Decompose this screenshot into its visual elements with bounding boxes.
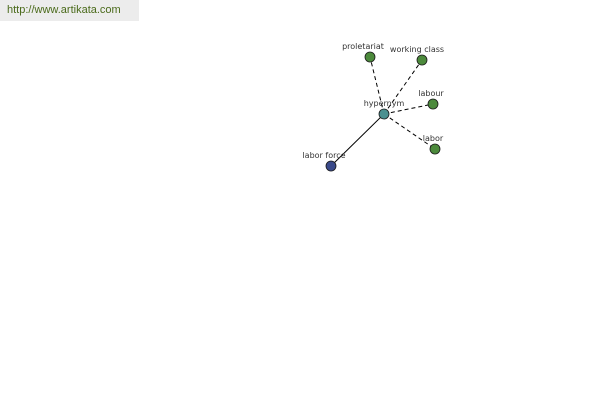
node-proletariat[interactable] [364,51,376,63]
edge-proletariat [369,56,385,115]
node-center[interactable] [378,108,390,120]
edge-labour [383,103,434,115]
source-banner: http://www.artikata.com [0,0,139,21]
label-labour[interactable]: labour [418,89,444,98]
label-labor[interactable]: labor [423,134,444,143]
edge-labor [383,113,436,150]
label-proletariat[interactable]: proletariat [342,42,384,51]
label-labor-force[interactable]: labor force [302,151,345,160]
node-labor-force[interactable] [325,160,337,172]
node-working-class[interactable] [416,54,428,66]
node-labour[interactable] [427,98,439,110]
edge-labor-force [330,113,385,167]
node-labor[interactable] [429,143,441,155]
label-center[interactable]: hypernym [364,99,405,108]
label-working-class[interactable]: working class [390,45,444,54]
source-link[interactable]: http://www.artikata.com [7,4,121,16]
